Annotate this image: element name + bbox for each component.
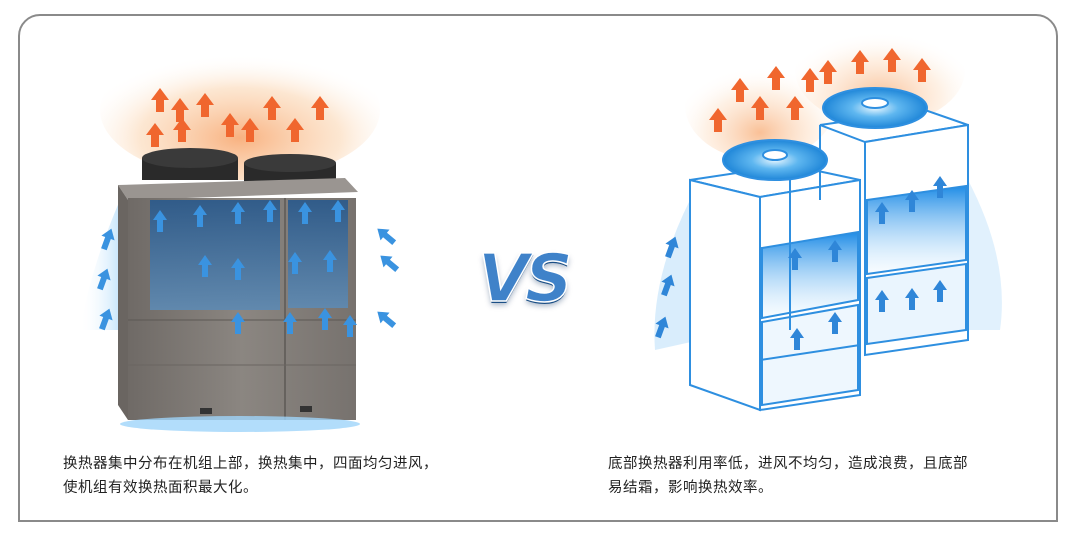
left-caption: 换热器集中分布在机组上部，换热集中，四面均匀进风， 使机组有效换热面积最大化。 xyxy=(63,452,493,500)
left-heat-plume xyxy=(100,40,380,180)
comparison-frame xyxy=(18,14,1058,522)
left-air-unit xyxy=(118,148,360,432)
right-caption: 底部换热器利用率低，进风不均匀，造成浪费，且底部 易结霜，影响换热效率。 xyxy=(608,452,1038,500)
right-cold-air-arrows xyxy=(655,176,947,350)
vs-label: VS xyxy=(477,239,573,318)
left-cold-air-arrows xyxy=(97,200,400,337)
left-wind-wash xyxy=(80,200,120,330)
right-caption-line-1: 底部换热器利用率低，进风不均匀，造成浪费，且底部 xyxy=(608,456,968,472)
left-caption-line-2: 使机组有效换热面积最大化。 xyxy=(63,480,258,496)
left-caption-line-1: 换热器集中分布在机组上部，换热集中，四面均匀进风， xyxy=(63,456,438,472)
right-hot-air-arrows xyxy=(709,48,931,132)
left-hot-air-arrows xyxy=(146,88,329,147)
right-caption-line-2: 易结霜，影响换热效率。 xyxy=(608,480,773,496)
